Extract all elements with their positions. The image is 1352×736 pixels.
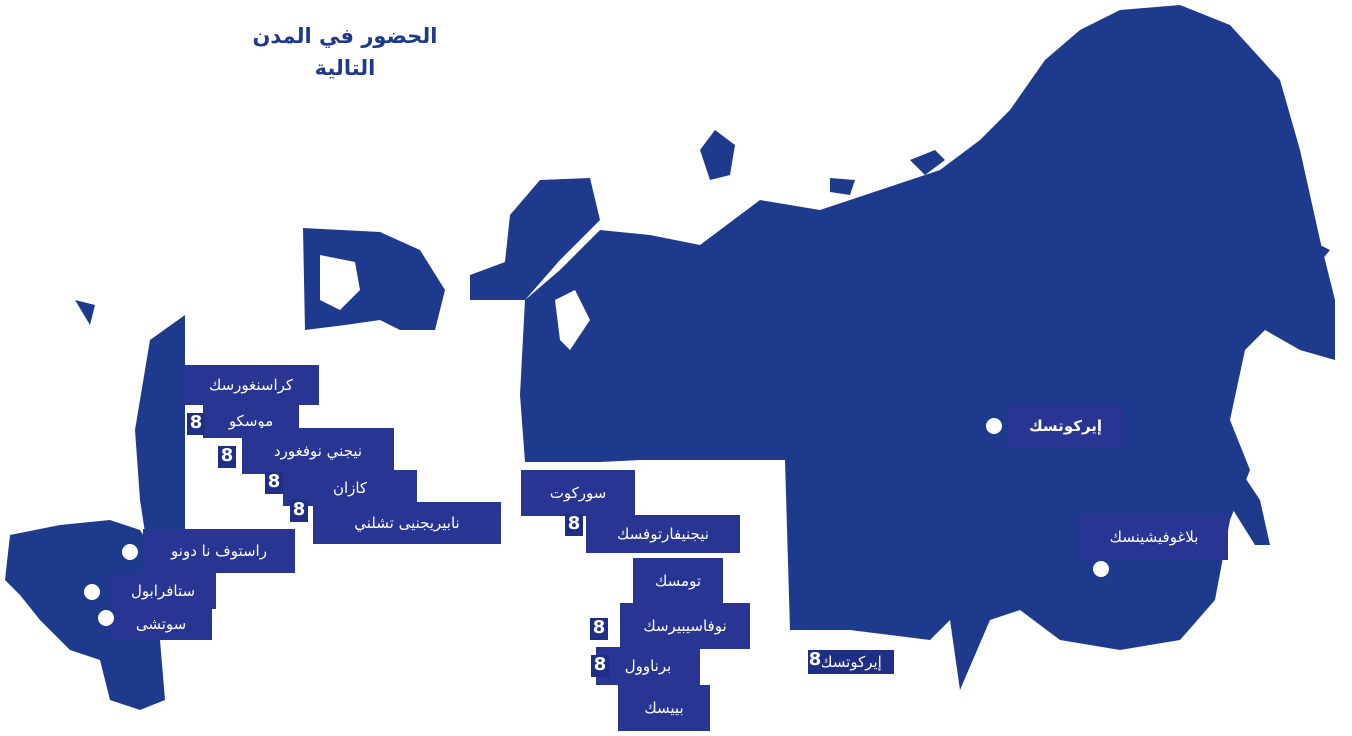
city-label-naberezhnye-chelny[interactable]: نابيريجنيى تشلني [313, 502, 501, 544]
count-badge-novosibirsk: 8 [590, 618, 608, 640]
map-water-inlets [320, 255, 590, 350]
count-badge-moscow: 8 [187, 413, 205, 435]
city-label-barnaul[interactable]: برناوول [596, 647, 700, 685]
city-label-sochi[interactable]: سوتشى [110, 608, 212, 640]
city-label-tomsk[interactable]: تومسك [633, 558, 723, 604]
city-label-rostov[interactable]: راستوف نا دونو [143, 529, 295, 573]
city-marker-rostov[interactable] [122, 544, 138, 560]
count-badge-irkutsk-south: 8 [808, 649, 822, 672]
city-label-irkutsk-south[interactable]: إيركوتسك [808, 650, 894, 674]
city-label-biysk[interactable]: بييسك [618, 685, 710, 731]
city-marker-stavropol[interactable] [84, 584, 100, 600]
count-badge-barnaul: 8 [591, 655, 609, 677]
city-marker-sochi[interactable] [98, 610, 114, 626]
count-badge-naberezhnye-chelny: 8 [290, 500, 308, 522]
title-line-1: الحضور في المدن [252, 24, 438, 48]
title-line-2: التالية [314, 56, 376, 80]
count-badge-surgut: 8 [565, 514, 583, 536]
count-badge-kazan: 8 [265, 472, 283, 494]
count-badge-nizhny-novgorod: 8 [218, 446, 236, 468]
city-marker-irkutsk[interactable] [986, 418, 1002, 434]
city-label-nizhny-novgorod[interactable]: نيجني نوفغورد [242, 428, 394, 474]
city-label-irkutsk[interactable]: إيركوتسك [1008, 405, 1123, 447]
city-label-blagoveshchensk[interactable]: بلاغوفيشينسك [1080, 514, 1228, 560]
city-label-surgut[interactable]: سوركوت [521, 470, 635, 516]
city-label-novosibirsk[interactable]: نوفاسيبيرسك [620, 603, 750, 649]
city-marker-blagoveshchensk[interactable] [1093, 561, 1109, 577]
city-label-nizhnevartovsk[interactable]: نيجنيفارتوفسك [586, 515, 740, 553]
page-title: الحضور في المدن التالية [230, 20, 460, 84]
city-label-krasnogorsk[interactable]: كراسنغورسك [183, 365, 319, 405]
city-label-stavropol[interactable]: ستافرابول [110, 573, 216, 609]
